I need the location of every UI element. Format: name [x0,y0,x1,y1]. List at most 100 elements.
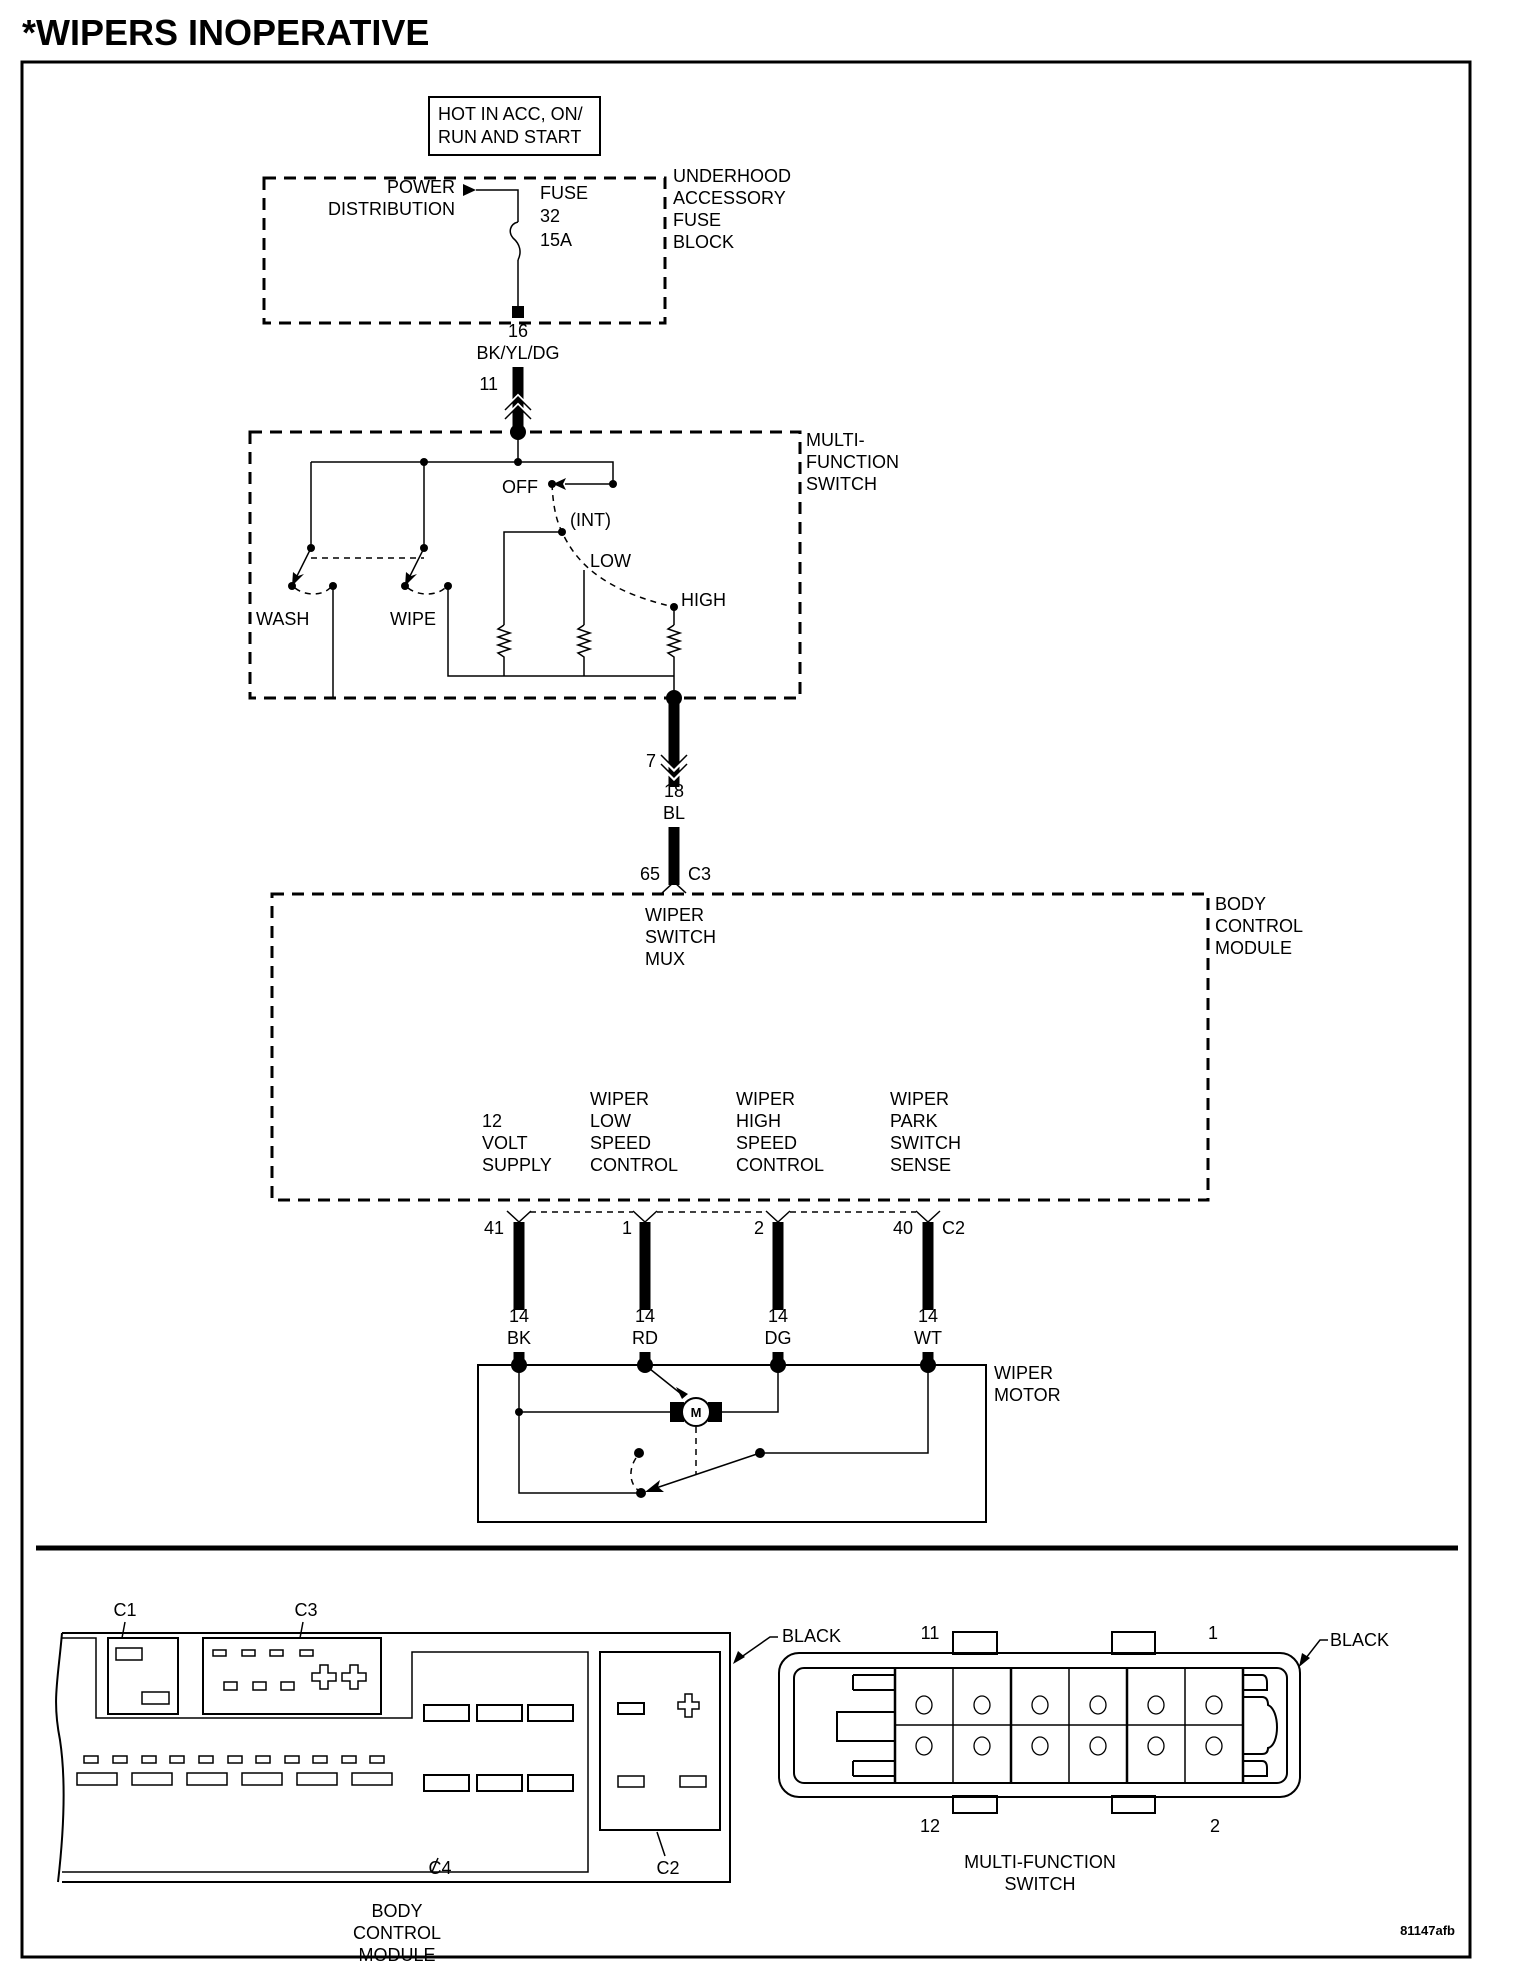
bcm-input-connector: C3 [688,864,711,884]
pin-cavity [1205,1736,1223,1756]
mfs-color-label: BLACK [1330,1630,1389,1650]
output-connector-label: C2 [942,1218,965,1238]
pos-wash: WASH [256,609,309,629]
fuse-number: 32 [540,206,560,226]
wire-in-pin: 11 [479,374,498,394]
mfs-name-2: FUNCTION [806,452,899,472]
fuse-icon [509,221,521,261]
motor-icon [681,1397,711,1427]
wire-out-pin: 7 [646,751,656,771]
pin-cavity [1147,1695,1165,1715]
output-label: SWITCH [890,1133,961,1153]
wire-color: BK [507,1328,531,1348]
key-icon [677,1693,700,1718]
pin-cavity [1031,1736,1049,1756]
pos-high: HIGH [681,590,726,610]
output-label: WIPER [736,1089,795,1109]
wire-gauge: 14 [635,1306,655,1326]
pin-label: 40 [893,1218,913,1238]
bcm-c2-connector [599,1651,721,1831]
output-label: PARK [890,1111,938,1131]
fuse-block-name-4: BLOCK [673,232,734,252]
output-label: LOW [590,1111,631,1131]
body-control-module: BODY CONTROL MODULE WIPER SWITCH MUX 12 … [270,892,1303,1213]
bcm-connector-view: C1 C3 C4 C2 BLACK BODY CONTROL MODULE [55,1600,841,1965]
output-label: CONTROL [590,1155,678,1175]
resistor-icon [665,624,683,698]
wire-bk-yl-dg: 16 BK/YL/DG 11 [476,306,560,440]
bcm-output-low-speed: WIPER LOW SPEED CONTROL [590,1089,678,1175]
bcm-name-3: MODULE [1215,938,1292,958]
park-switch-arrow-icon [645,1480,664,1492]
mfs-pin-1-label: 1 [1208,1623,1218,1643]
wire-wt: 40 C2 14 WT [893,1210,965,1373]
output-label: HIGH [736,1111,781,1131]
mfs-pin-11-label: 11 [921,1623,940,1643]
fuse-block-name-3: FUSE [673,210,721,230]
wiper-motor-name-2: MOTOR [994,1385,1061,1405]
wire-rd: 1 14 RD [622,1210,658,1373]
pos-int: (INT) [570,510,611,530]
bcm-view-name-1: BODY [371,1901,422,1921]
switch-arrow-icon [553,478,566,490]
latch [852,1760,895,1777]
break-line [55,1632,65,1883]
wire-out-color: BL [663,803,685,823]
mfs-name-1: MULTI- [806,430,865,450]
wiper-motor-name-1: WIPER [994,1363,1053,1383]
output-label: SPEED [736,1133,797,1153]
mfs-view-name-1: MULTI-FUNCTION [964,1852,1116,1872]
diagram-frame [20,60,1472,1959]
pos-low: LOW [590,551,631,571]
pin-label: 41 [484,1218,504,1238]
polarizing-key [836,1711,895,1742]
mux-label-1: WIPER [645,905,704,925]
lock-tab [1243,1696,1278,1755]
wire-color: WT [914,1328,942,1348]
wire-out-gauge: 18 [664,781,684,801]
resistor-icon [575,624,593,676]
wash-switch-arrow-icon [292,572,304,586]
bcm-input-pin: 65 [640,864,660,884]
pos-wipe: WIPE [390,609,436,629]
pin-cavity [1089,1736,1107,1756]
pin-cavity [1147,1736,1165,1756]
output-label: CONTROL [736,1155,824,1175]
wire-color: RD [632,1328,658,1348]
mfs-cavity-grid [893,1668,1245,1783]
fuse-label: FUSE [540,183,588,203]
pos-off: OFF [502,477,538,497]
power-distribution-label-2: DISTRIBUTION [328,199,455,219]
pin-cavity [1089,1695,1107,1715]
power-source-arrow-icon [463,184,476,196]
bcm-name-2: CONTROL [1215,916,1303,936]
wire-color: DG [765,1328,792,1348]
bcm-c3-connector [202,1637,382,1715]
bcm-view-name-2: CONTROL [353,1923,441,1943]
figure-id: 81147afb [1400,1923,1455,1938]
output-label: SENSE [890,1155,951,1175]
power-note-line2: RUN AND START [438,127,581,147]
output-label: 12 [482,1111,502,1131]
output-label: WIPER [590,1089,649,1109]
wire-in-color: BK/YL/DG [476,343,559,363]
pin-cavity [915,1695,933,1715]
wire-bk: 41 14 BK [484,1210,532,1373]
mfs-pin-2-label: 2 [1210,1816,1220,1836]
mfs-name-3: SWITCH [806,474,877,494]
multi-function-switch: MULTI- FUNCTION SWITCH OFF (INT) LOW HIG… [248,430,899,700]
connector-chevron-icon [504,395,532,420]
mfs-connector-view: 11 1 12 2 BLACK MULTI-FUNCTION SWITCH [778,1623,1389,1894]
bcm-view-name-3: MODULE [358,1945,435,1965]
bcm-output-12v: 12 VOLT SUPPLY [482,1111,552,1175]
bcm-c4-cavities [423,1704,574,1792]
pin-label: 1 [622,1218,632,1238]
bcm-color-label: BLACK [782,1626,841,1646]
wire-in-gauge: 16 [508,321,528,341]
wipe-switch-arrow-icon [405,572,417,586]
bcm-c1-connector [107,1637,179,1715]
bcm-name-1: BODY [1215,894,1266,914]
fuse-block: POWER DISTRIBUTION FUSE 32 15A UNDERHOOD… [262,166,791,325]
fuse-block-name-2: ACCESSORY [673,188,786,208]
